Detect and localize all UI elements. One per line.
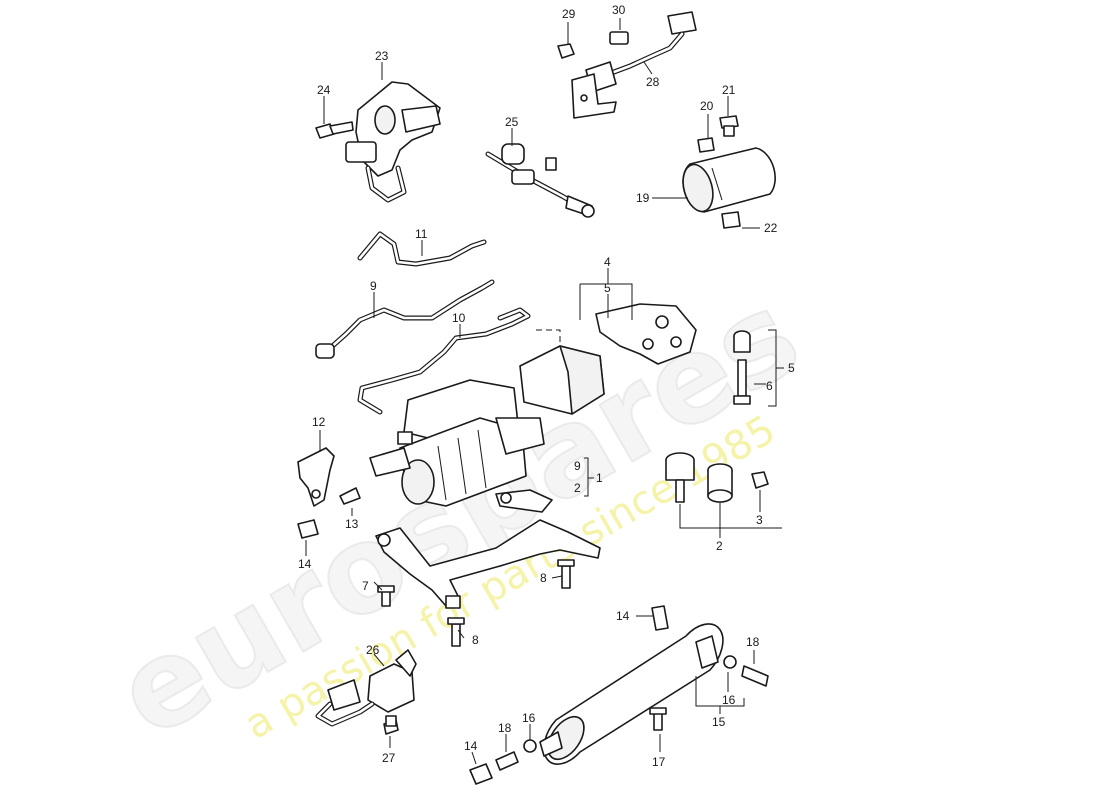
part-30-cap <box>609 31 629 45</box>
part-24-screw <box>315 121 354 139</box>
callout-14-left: 14 <box>298 557 312 571</box>
part-23-bracket <box>345 81 441 203</box>
part-27-bolt <box>383 715 399 735</box>
callout-22: 22 <box>764 221 778 235</box>
leader-lines <box>305 18 784 765</box>
part-16-washer-left <box>523 739 537 753</box>
callout-24: 24 <box>317 83 331 97</box>
callout-18-left: 18 <box>498 721 512 735</box>
callout-23: 23 <box>375 49 389 63</box>
callout-12: 12 <box>312 415 326 429</box>
callout-25: 25 <box>505 115 519 129</box>
callout-8-right: 8 <box>540 571 547 585</box>
part-10-pipe <box>357 307 531 415</box>
callout-30: 30 <box>612 3 626 17</box>
part-29-nut <box>557 43 575 59</box>
valve-block <box>519 329 605 415</box>
callout-20: 20 <box>700 99 714 113</box>
part-28-sensor <box>571 11 697 119</box>
part-14-sleeve-left <box>297 519 319 539</box>
callout-27: 27 <box>382 751 396 765</box>
part-8-bolt-b <box>447 617 465 647</box>
callout-9-pipe: 9 <box>370 279 377 293</box>
callout-17: 17 <box>652 755 666 769</box>
callout-6: 6 <box>766 379 773 393</box>
callout-5-top: 5 <box>604 281 611 295</box>
part-17-bolt <box>649 707 667 731</box>
part-18-bolt-right <box>741 665 769 687</box>
callout-15: 15 <box>712 715 726 729</box>
part-4-bracket <box>595 303 697 365</box>
part-18-bolt-left <box>495 751 519 771</box>
callout-13: 13 <box>345 517 359 531</box>
callout-28: 28 <box>646 75 660 89</box>
part-11-pipe <box>357 231 487 267</box>
callout-18-right: 18 <box>746 635 760 649</box>
callout-21: 21 <box>722 83 736 97</box>
mount-rubber-left <box>665 452 695 503</box>
part-7-bolt <box>377 585 395 607</box>
callout-2-kit: 2 <box>574 481 581 495</box>
part-25-valve <box>485 143 595 218</box>
part-19-reservoir <box>682 147 776 213</box>
part-3-nut <box>751 471 769 489</box>
part-12-bracket <box>297 447 335 507</box>
part-21-bolt <box>719 115 739 137</box>
mount-rubber-right <box>707 463 733 503</box>
callout-1: 1 <box>596 471 603 485</box>
callout-16-left: 16 <box>522 711 536 725</box>
callout-7: 7 <box>362 579 369 593</box>
watermark-logo: eurospares <box>95 265 822 765</box>
part-22-bushing <box>721 211 741 229</box>
compressor <box>369 379 545 507</box>
part-9-pipe <box>315 279 495 359</box>
callout-14-bottom: 14 <box>464 739 478 753</box>
part-13-bolt <box>339 487 361 505</box>
callout-11: 11 <box>415 227 428 241</box>
callout-19: 19 <box>636 191 650 205</box>
callout-2-mounts: 2 <box>716 539 723 553</box>
crossmember <box>375 489 601 609</box>
callout-14-top: 14 <box>616 609 630 623</box>
callout-26: 26 <box>366 643 380 657</box>
part-26-sensor <box>315 649 417 727</box>
part-5-bushing <box>733 330 751 353</box>
callout-4: 4 <box>604 255 611 269</box>
callout-5-right: 5 <box>788 361 795 375</box>
callout-10: 10 <box>452 311 466 325</box>
part-6-bolt <box>733 359 751 405</box>
callout-8-bottom: 8 <box>472 633 479 647</box>
part-14-sleeve-top <box>651 605 669 631</box>
accumulator <box>539 623 724 765</box>
part-8-bolt-a <box>557 559 575 589</box>
callout-29: 29 <box>562 7 576 21</box>
callout-3: 3 <box>756 513 763 527</box>
callout-labels: 29 30 28 23 24 25 20 21 19 22 11 9 10 4 … <box>298 3 795 769</box>
callout-9-kit: 9 <box>574 459 581 473</box>
watermark: eurospares a passion for parts since 198… <box>94 264 823 766</box>
callout-16-right: 16 <box>722 693 736 707</box>
part-16-washer-right <box>723 655 737 669</box>
part-14-sleeve-bottom <box>469 763 493 785</box>
part-20-nut <box>697 137 715 153</box>
